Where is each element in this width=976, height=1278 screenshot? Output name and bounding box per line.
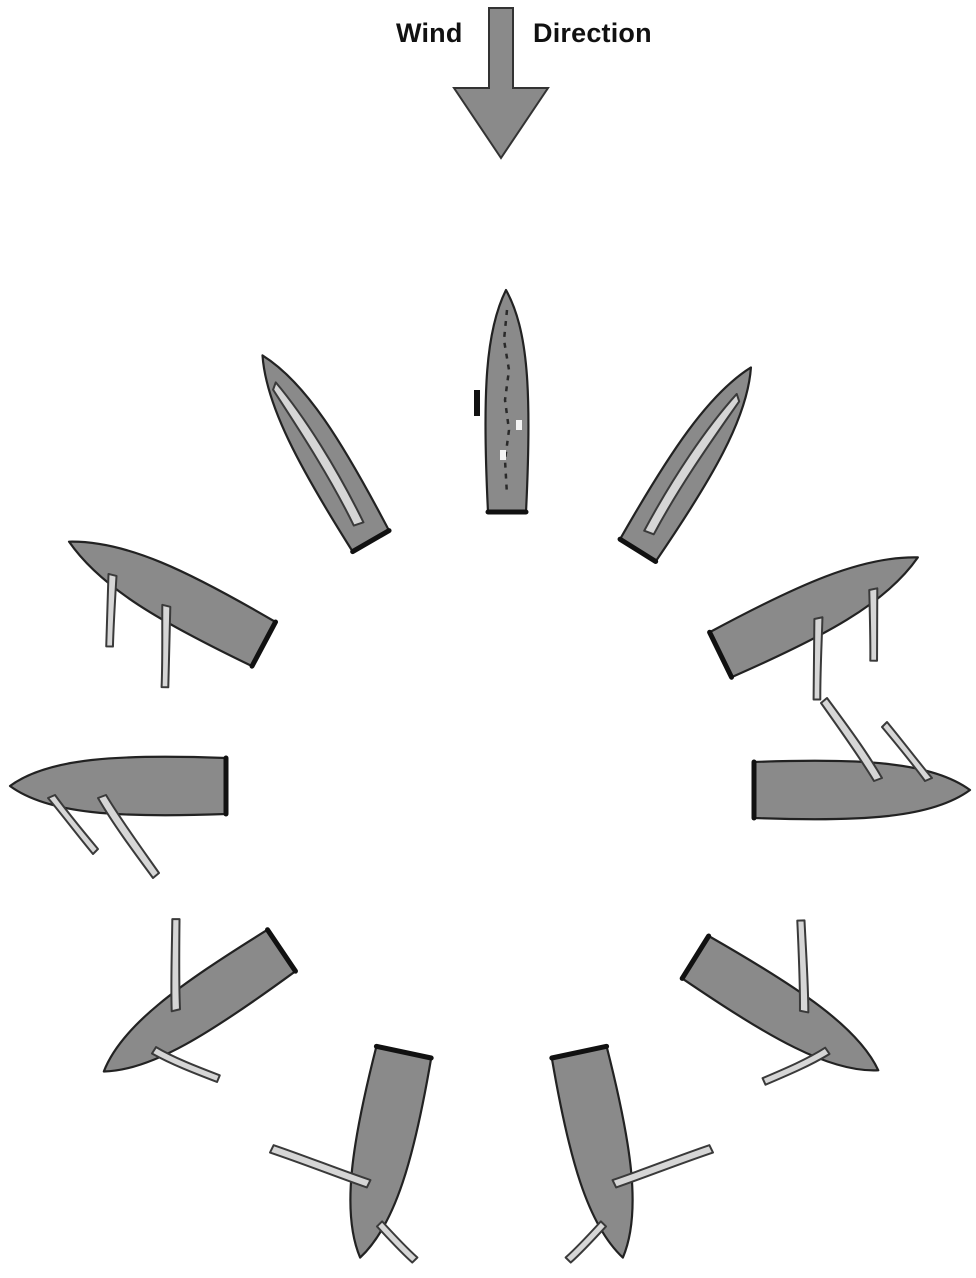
wind-label: Wind	[396, 18, 463, 49]
boat-broad-reach-starboard	[658, 882, 925, 1132]
boat-close-reach-port	[29, 517, 276, 720]
boat-broad-reach-port	[55, 878, 323, 1131]
direction-label: Direction	[533, 18, 652, 49]
boat-head-to-wind	[474, 290, 529, 512]
boat-close-reach-starboard	[709, 534, 955, 730]
boat-close-hauled-starboard	[619, 356, 771, 562]
boat-beam-reach-starboard	[754, 698, 970, 819]
boat-close-hauled-port	[244, 344, 391, 553]
boat-running-port	[253, 1029, 459, 1269]
boat-running-starboard	[524, 1029, 730, 1269]
boat-beam-reach-port	[10, 757, 226, 878]
